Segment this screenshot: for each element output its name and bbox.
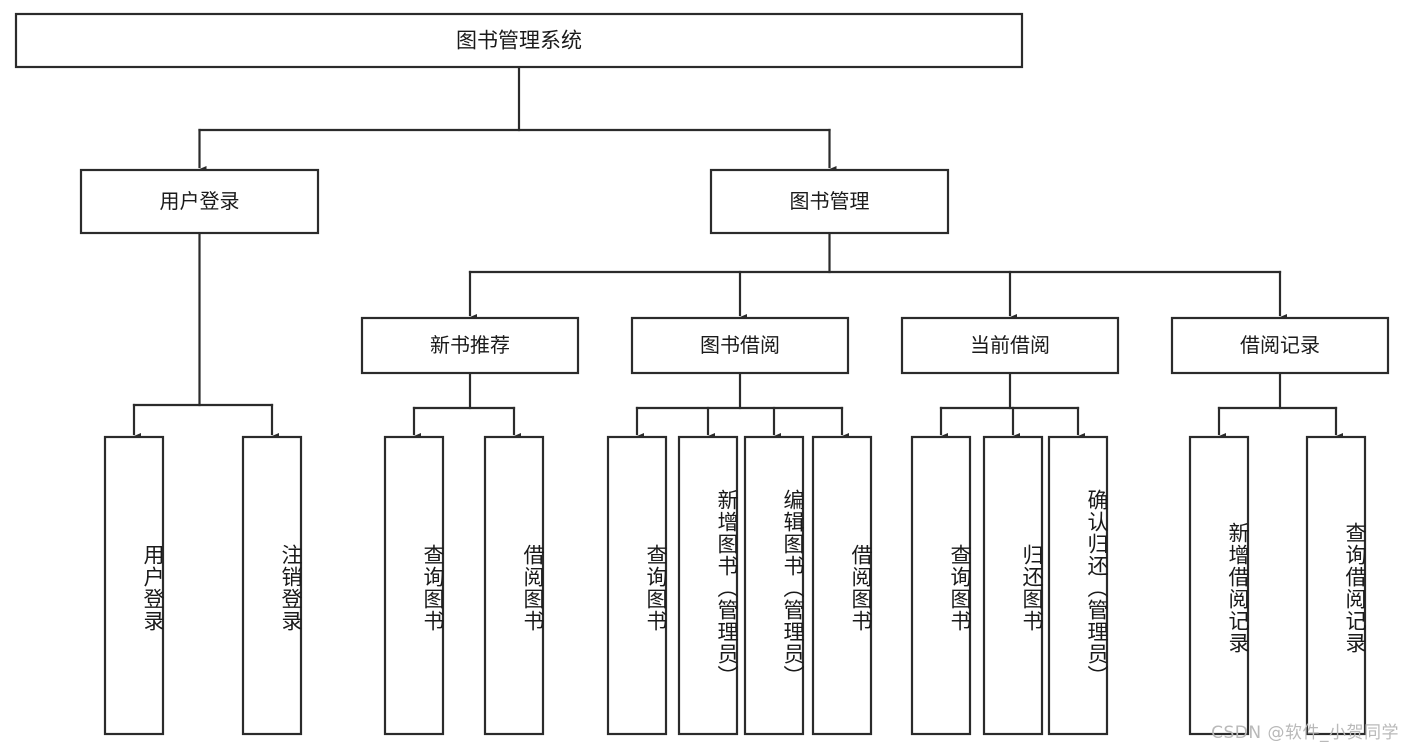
node-level3-1[interactable] <box>630 316 850 375</box>
watermark-text: CSDN @软件_小贺同学 <box>1211 723 1399 743</box>
node-level2-1[interactable] <box>709 168 950 235</box>
node-level3-3-label: 借阅记录 <box>1240 333 1320 357</box>
node-level3-0[interactable] <box>360 316 580 375</box>
node-level2-0-label: 用户登录 <box>160 189 240 213</box>
node-leaf-5[interactable] <box>677 435 739 736</box>
node-leaf-2[interactable] <box>383 435 445 736</box>
node-level3-2-label: 当前借阅 <box>970 333 1050 357</box>
node-leaf-0[interactable] <box>103 435 165 736</box>
node-leaf-3[interactable] <box>483 435 545 736</box>
node-leaf-11[interactable] <box>1188 435 1250 736</box>
node-leaf-8[interactable] <box>910 435 972 736</box>
node-leaf-7[interactable] <box>811 435 873 736</box>
node-boxes <box>14 12 1390 736</box>
node-level2-1-label: 图书管理 <box>790 189 870 213</box>
node-level3-1-label: 图书借阅 <box>700 333 780 357</box>
node-level3-2[interactable] <box>900 316 1120 375</box>
connector-links <box>127 65 1343 445</box>
node-root-system-label: 图书管理系统 <box>456 29 582 53</box>
node-leaf-9[interactable] <box>982 435 1044 736</box>
node-leaf-1[interactable] <box>241 435 303 736</box>
node-level3-0-label: 新书推荐 <box>430 333 510 357</box>
node-level3-3[interactable] <box>1170 316 1390 375</box>
node-leaf-4[interactable] <box>606 435 668 736</box>
node-leaf-6[interactable] <box>743 435 805 736</box>
node-root-system[interactable] <box>14 12 1024 69</box>
node-leaf-12[interactable] <box>1305 435 1367 736</box>
node-level2-0[interactable] <box>79 168 320 235</box>
node-leaf-10[interactable] <box>1047 435 1109 736</box>
